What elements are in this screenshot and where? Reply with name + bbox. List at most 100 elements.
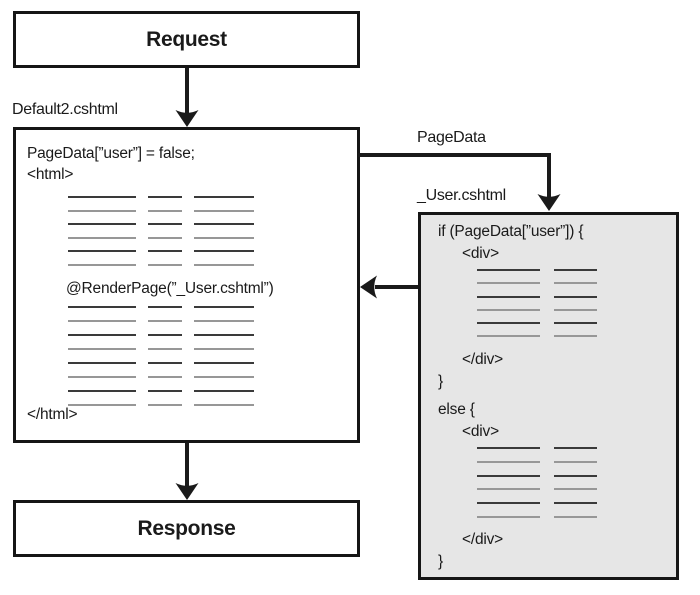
code-placeholder-line (554, 460, 597, 463)
code-line-pagedata-assignment: PageData[”user”] = false; (27, 145, 195, 162)
code-placeholder-line (194, 362, 254, 364)
code-placeholder-line (477, 447, 540, 449)
code-placeholder-line (68, 362, 136, 364)
code-placeholder-row (68, 236, 254, 239)
code-placeholder-row (477, 295, 597, 298)
code-placeholder-line (148, 320, 182, 322)
code-placeholder-line (554, 269, 597, 271)
code-placeholder-group-if (477, 269, 597, 349)
code-placeholder-line (554, 282, 597, 285)
code-placeholder-line (68, 306, 136, 308)
code-placeholder-line (194, 209, 254, 212)
code-placeholder-row (68, 334, 254, 336)
code-placeholder-line (554, 474, 597, 477)
code-line-html-open: <html> (27, 166, 74, 183)
code-placeholder-row (68, 250, 254, 253)
code-placeholder-row (68, 306, 254, 308)
code-placeholder-line (477, 308, 540, 311)
code-placeholder-line (148, 390, 182, 392)
code-line-div-open: <div> (462, 245, 499, 262)
code-placeholder-line (148, 348, 182, 350)
pagedata-connector-label: PageData (417, 129, 486, 146)
code-placeholder-row (477, 269, 597, 271)
code-placeholder-line (554, 295, 597, 298)
code-placeholder-line (554, 322, 597, 325)
code-placeholder-line (148, 209, 182, 212)
code-placeholder-line (194, 376, 254, 378)
default2-box: PageData[”user”] = false; <html> @Render… (13, 127, 360, 443)
code-placeholder-row (68, 404, 254, 406)
code-placeholder-line (477, 460, 540, 463)
code-placeholder-line (194, 334, 254, 336)
code-placeholder-row (477, 460, 597, 463)
code-placeholder-line (148, 306, 182, 308)
code-placeholder-row (477, 308, 597, 311)
code-placeholder-row (68, 263, 254, 266)
arrowhead-pagedata-to-user (537, 194, 561, 211)
code-placeholder-row (68, 362, 254, 364)
code-placeholder-line (477, 282, 540, 285)
code-placeholder-line (194, 306, 254, 308)
code-placeholder-line (148, 362, 182, 364)
code-placeholder-line (477, 515, 540, 518)
code-placeholder-line (68, 223, 136, 226)
code-placeholder-line (554, 515, 597, 518)
code-line-if: if (PageData[”user”]) { (438, 223, 584, 240)
code-line-closing-brace: } (438, 373, 443, 390)
code-placeholder-line (554, 308, 597, 311)
code-line-renderpage-call: @RenderPage(”_User.cshtml”) (66, 280, 274, 297)
response-box: Response (13, 500, 360, 557)
code-placeholder-line (194, 250, 254, 253)
arrowhead-request-to-default2 (175, 110, 199, 127)
code-placeholder-row (477, 335, 597, 338)
code-placeholder-line (148, 196, 182, 198)
code-placeholder-line (148, 404, 182, 406)
code-placeholder-line (554, 488, 597, 491)
code-line-div-close-else: </div> (462, 531, 504, 548)
arrowhead-user-to-default2 (360, 275, 377, 299)
code-placeholder-line (68, 334, 136, 336)
code-placeholder-line (477, 488, 540, 491)
code-placeholder-row (477, 502, 597, 505)
default2-file-label: Default2.cshtml (12, 101, 118, 118)
request-box: Request (13, 11, 360, 68)
request-label: Request (146, 27, 227, 51)
code-placeholder-line (194, 320, 254, 322)
arrowhead-default2-to-response (175, 483, 199, 500)
code-placeholder-row (68, 376, 254, 378)
code-line-div-open-else: <div> (462, 423, 499, 440)
code-placeholder-row (477, 474, 597, 477)
code-placeholder-row (477, 322, 597, 325)
code-placeholder-line (68, 236, 136, 239)
code-placeholder-line (554, 447, 597, 449)
code-placeholder-line (148, 250, 182, 253)
code-placeholder-row (68, 209, 254, 212)
code-placeholder-line (68, 404, 136, 406)
code-placeholder-line (68, 250, 136, 253)
code-placeholder-row (68, 320, 254, 322)
code-placeholder-line (148, 376, 182, 378)
code-placeholder-row (477, 447, 597, 449)
code-placeholder-line (68, 196, 136, 198)
code-placeholder-line (194, 236, 254, 239)
code-placeholder-line (194, 390, 254, 392)
code-placeholder-group-else (477, 447, 597, 530)
code-placeholder-row (477, 282, 597, 285)
code-placeholder-line (68, 209, 136, 212)
code-placeholder-group-top (68, 196, 254, 278)
user-box: if (PageData[”user”]) { <div> </div> } e… (418, 212, 679, 580)
code-placeholder-line (148, 263, 182, 266)
code-placeholder-row (68, 348, 254, 350)
code-placeholder-line (554, 502, 597, 505)
code-line-div-close: </div> (462, 351, 504, 368)
code-placeholder-line (554, 335, 597, 338)
code-placeholder-row (477, 515, 597, 518)
code-placeholder-line (148, 236, 182, 239)
code-placeholder-row (68, 196, 254, 198)
code-placeholder-line (477, 295, 540, 298)
user-file-label: _User.cshtml (417, 187, 506, 204)
code-placeholder-group-bottom (68, 306, 254, 418)
code-placeholder-line (477, 502, 540, 505)
code-placeholder-line (194, 404, 254, 406)
